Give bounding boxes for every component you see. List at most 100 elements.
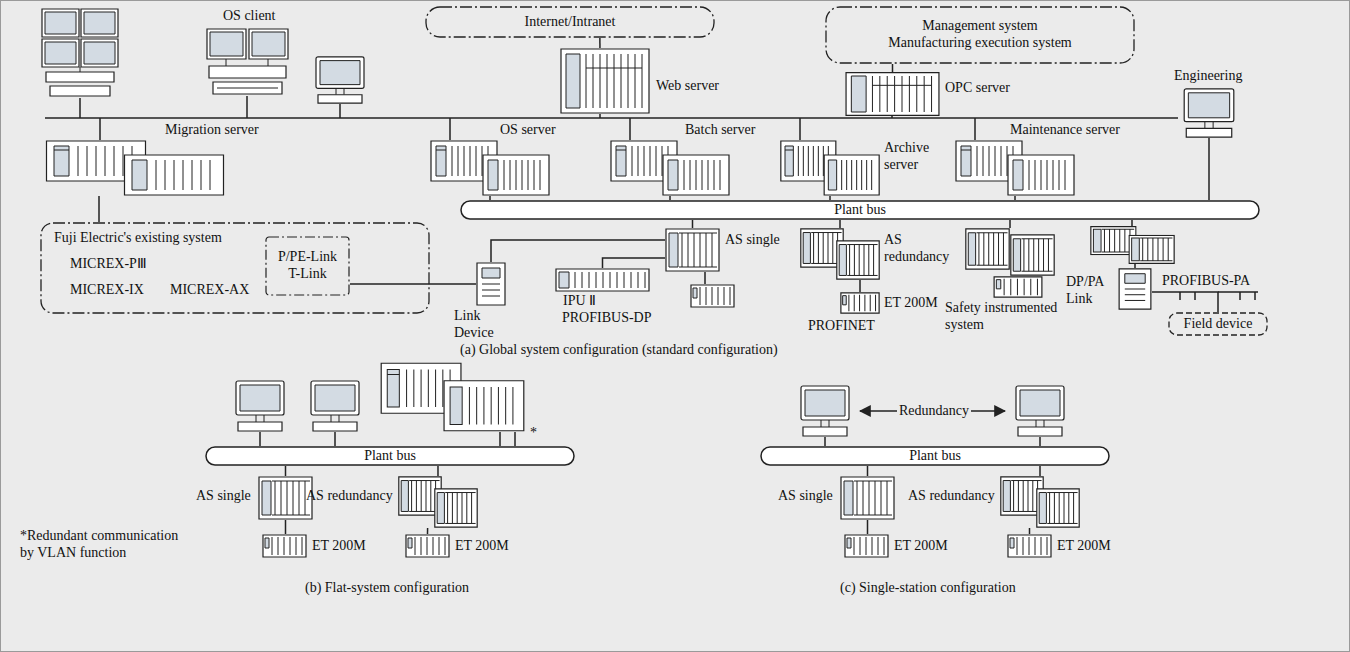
io-rack	[691, 285, 734, 307]
caption: (a) Global system configuration (standar…	[460, 342, 778, 359]
network-link	[839, 220, 841, 228]
operator-pc	[801, 386, 849, 436]
node-label: P/PE-Link T-Link	[275, 249, 341, 283]
server-icon: Batch server	[610, 140, 730, 196]
caption: (c) Single-station configuration	[840, 580, 1016, 597]
network-lines	[45, 96, 1258, 446]
controller-rack: AS redundancy	[398, 476, 478, 528]
node-label: Web server	[656, 78, 719, 95]
controller-rack	[1091, 227, 1174, 264]
operator-pc	[236, 381, 284, 431]
node-label: OPC server	[945, 80, 1010, 97]
node-label: Plant bus	[760, 448, 1110, 465]
network-link	[1152, 292, 1218, 312]
operator-pc	[311, 381, 359, 431]
node-shape	[1000, 476, 1080, 528]
network-link	[437, 466, 439, 476]
node-label: Plant bus	[460, 202, 1260, 219]
node-shape	[45, 140, 225, 196]
node-label: AS single	[725, 232, 780, 249]
controller-rack: AS redundancy	[800, 228, 880, 280]
system-cloud: Management system Manufacturing executio…	[825, 6, 1135, 64]
node-label: Plant bus	[205, 448, 575, 465]
node-label: ET 200M	[455, 538, 509, 555]
node-label: Safety instrumented system	[945, 300, 1070, 334]
node-label: Fuji Electric's existing system	[54, 230, 222, 247]
network-link	[98, 196, 100, 222]
controller-rack: AS single	[258, 476, 313, 520]
node-shape	[1118, 268, 1152, 310]
node-label: Link Device	[454, 308, 502, 342]
engineering-pc: Engineering	[1178, 88, 1240, 138]
io-rack: ET 200M	[405, 534, 450, 558]
node-label: MICREX-IX	[70, 282, 144, 299]
plant-bus: Plant bus	[460, 200, 1260, 220]
node-label: OS client	[223, 8, 276, 25]
controller-rack: AS single	[840, 476, 895, 520]
fieldbus-line	[1180, 292, 1258, 300]
operator-pc	[42, 9, 118, 96]
node-shape	[430, 140, 550, 196]
ipu-unit: IPU Ⅱ	[555, 268, 650, 292]
bus-type: PROFIBUS-PA	[1162, 273, 1250, 290]
node-label: AS redundancy	[306, 488, 393, 505]
controller-rack: AS single	[665, 228, 720, 272]
node-shape	[845, 72, 940, 116]
node-shape	[205, 28, 290, 96]
node-label: OS server	[500, 122, 556, 139]
network-cloud: Internet/Intranet	[425, 6, 715, 38]
plant-bus: Plant bus	[205, 446, 575, 466]
footnote: *Redundant communication by VLAN functio…	[20, 528, 185, 562]
network-link	[599, 38, 601, 48]
node-shape	[780, 140, 880, 196]
server-icon	[381, 363, 524, 431]
controller-rack: AS redundancy	[1000, 476, 1080, 528]
node-label: IPU Ⅱ	[563, 293, 596, 310]
bus-type: PROFINET	[808, 318, 875, 335]
link-group: P/PE-Link T-Link	[265, 236, 350, 296]
network-link	[350, 283, 476, 285]
node-shape	[1178, 88, 1240, 138]
plant-bus: Plant bus	[760, 446, 1110, 466]
node-label: DP/PA Link	[1066, 274, 1114, 308]
io-rack: ET 200M	[1007, 534, 1052, 558]
node-shape	[560, 48, 650, 114]
node-shape	[555, 268, 650, 292]
network-link	[285, 520, 287, 534]
node-label: AS single	[778, 488, 833, 505]
node-shape	[398, 476, 478, 528]
node-label: ET 200M	[884, 295, 938, 312]
io-rack: ET 200M	[840, 292, 880, 314]
network-link	[603, 258, 666, 268]
legacy-system-group: Fuji Electric's existing systemMICREX-PⅢ…	[40, 222, 430, 314]
field-device: Field device	[1168, 312, 1268, 336]
server-icon: Web server	[560, 48, 650, 114]
redundancy-label: Redundancy	[897, 403, 971, 420]
network-link	[867, 520, 869, 534]
server-icon: Maintenance server	[955, 140, 1075, 196]
lan-line	[45, 117, 1178, 119]
caption: (b) Flat-system configuration	[305, 580, 469, 597]
node-shape	[610, 140, 730, 196]
node-label: ET 200M	[1057, 538, 1111, 555]
io-rack: ET 200M	[844, 534, 889, 558]
node-label: ET 200M	[312, 538, 366, 555]
node-label: AS redundancy	[908, 488, 995, 505]
node-shape	[262, 534, 307, 558]
node-label: ET 200M	[894, 538, 948, 555]
node-label: Migration server	[165, 122, 259, 139]
node-label: Engineering	[1174, 68, 1242, 85]
node-shape	[965, 228, 1055, 298]
node-shape	[840, 292, 880, 314]
drop-lines	[260, 432, 1040, 446]
node-label: AS redundancy	[884, 232, 956, 266]
node-shape	[840, 476, 895, 520]
node-label: MICREX-PⅢ	[70, 256, 147, 273]
server-icon: OS server	[430, 140, 550, 196]
node-label: Field device	[1168, 316, 1268, 333]
node-shape	[665, 228, 720, 272]
safety-system: Safety instrumented system	[965, 228, 1055, 298]
